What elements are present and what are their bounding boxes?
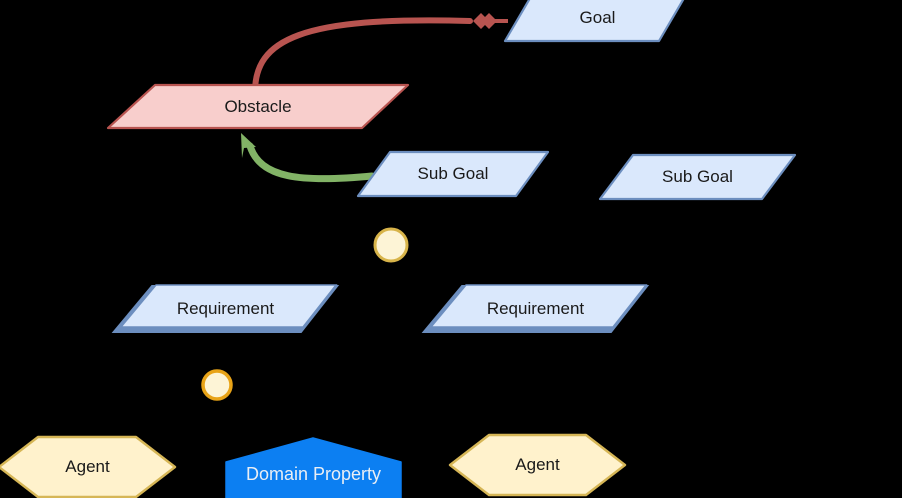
node-goal[interactable] — [503, 0, 690, 43]
node-refinement-upper[interactable] — [373, 227, 409, 263]
link-obstruction[interactable] — [252, 13, 508, 95]
node-agent-1[interactable] — [0, 435, 177, 498]
node-subgoal-2[interactable] — [598, 153, 797, 201]
node-requirement-1[interactable] — [111, 284, 340, 333]
node-obstacle[interactable] — [106, 83, 410, 130]
node-domain-property[interactable] — [225, 437, 402, 498]
node-agent-2[interactable] — [448, 433, 627, 497]
node-requirement-2[interactable] — [421, 284, 650, 333]
node-refinement-lower[interactable] — [201, 369, 233, 401]
link-resolution[interactable] — [241, 133, 376, 183]
node-subgoal-1[interactable] — [356, 150, 550, 198]
